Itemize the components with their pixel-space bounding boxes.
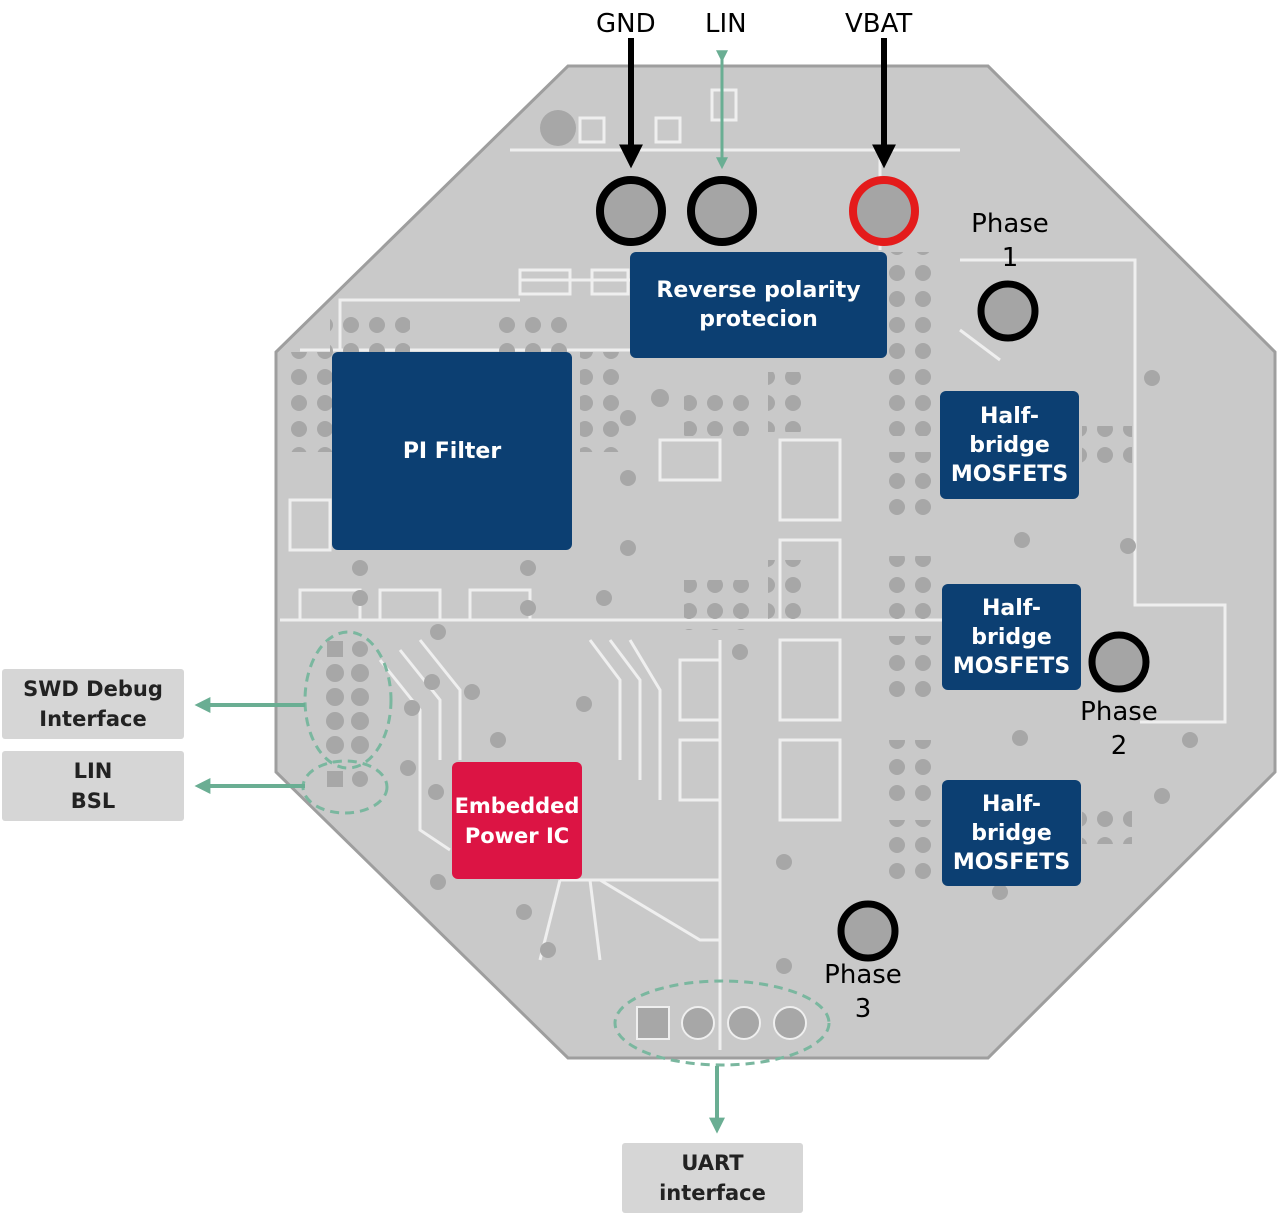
half-bridge-3-block: Half-bridge MOSFETS xyxy=(942,780,1081,886)
lin-label: LIN xyxy=(705,9,747,39)
phase1-label: Phase 1 xyxy=(971,209,1049,273)
phase2-label: Phase 2 xyxy=(1080,697,1158,761)
vbat-label: VBAT xyxy=(845,9,913,39)
swd-debug-interface-box: SWD Debug Interface xyxy=(2,669,184,739)
half-bridge-1-block: Half-bridge MOSFETS xyxy=(940,391,1079,499)
uart-connector-outline xyxy=(613,979,831,1067)
gnd-label: GND xyxy=(596,9,656,39)
uart-pads xyxy=(636,1006,807,1040)
reverse-polarity-block: Reverse polarity protecion xyxy=(630,252,887,358)
lin-bsl-box: LIN BSL xyxy=(2,751,184,821)
gnd-terminal xyxy=(596,176,666,246)
phase-terminals xyxy=(837,280,1150,962)
arrows xyxy=(194,38,896,1134)
pcb-traces xyxy=(280,88,1227,1050)
uart-interface-box: UART interface xyxy=(622,1143,803,1213)
phase3-label: Phase 3 xyxy=(824,960,902,1024)
phase1-terminal xyxy=(977,280,1039,342)
via-arrays xyxy=(286,252,1132,880)
phase3-terminal xyxy=(837,900,899,962)
embedded-power-ic-block: Embedded Power IC xyxy=(452,762,582,879)
lin-terminal xyxy=(687,176,757,246)
swd-header-pads xyxy=(326,641,369,787)
power-terminals xyxy=(596,176,919,246)
phase2-terminal xyxy=(1088,631,1150,693)
half-bridge-2-block: Half-bridge MOSFETS xyxy=(942,584,1081,690)
vbat-terminal xyxy=(849,176,919,246)
swd-connector-outline xyxy=(303,630,393,770)
small-vias xyxy=(352,110,1198,974)
pi-filter-block: PI Filter xyxy=(332,352,572,550)
